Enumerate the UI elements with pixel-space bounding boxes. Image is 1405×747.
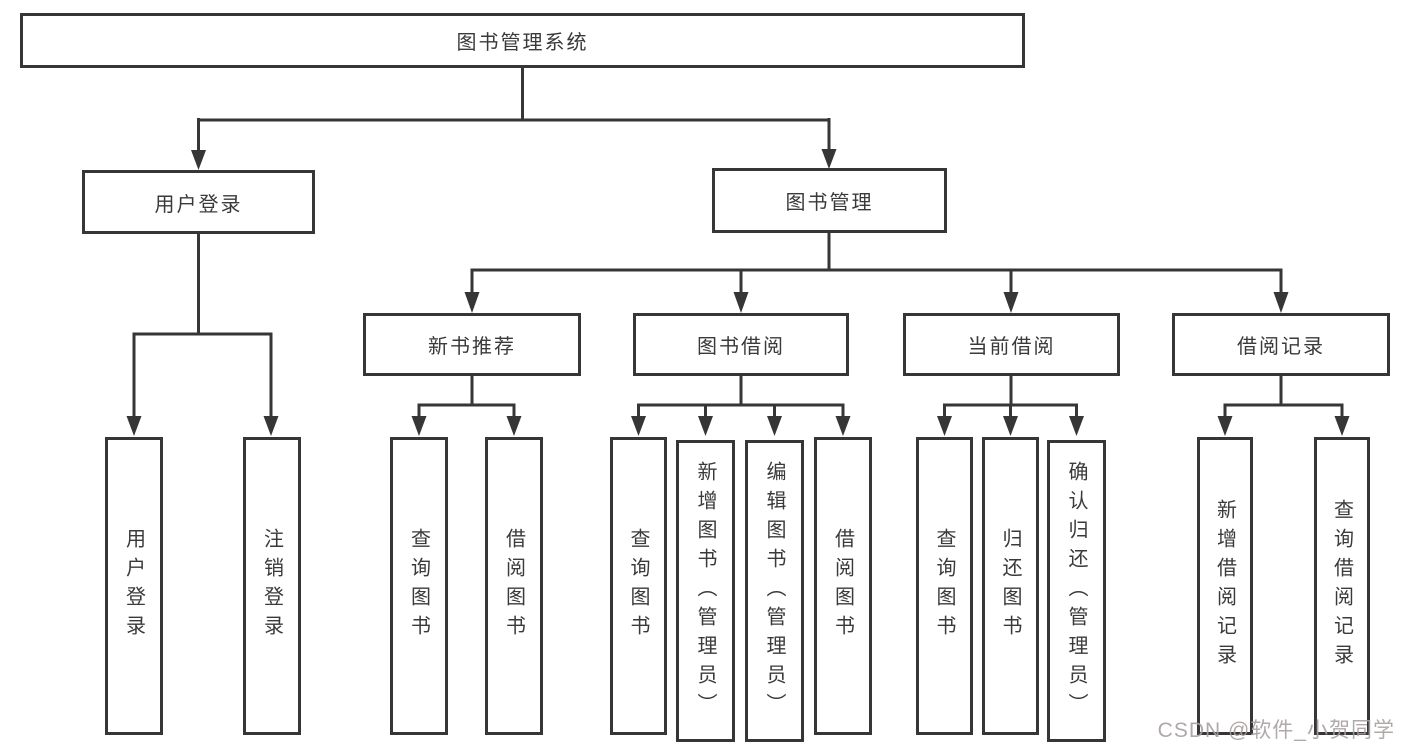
leaf-add-books-admin-label: 新增图书（管理员） xyxy=(694,460,716,722)
node-root-system: 图书管理系统 xyxy=(20,13,1025,68)
leaf-borrowing-query-books: 查询图书 xyxy=(610,437,667,735)
leaf-logout-label: 注销登录 xyxy=(260,528,283,644)
node-new-book-recommendation-label: 新书推荐 xyxy=(428,336,516,358)
leaf-recommend-borrow-books-label: 借阅图书 xyxy=(502,528,525,644)
node-root-label: 图书管理系统 xyxy=(456,32,589,54)
arrowheads xyxy=(126,149,1350,436)
node-book-management-branch: 图书管理 xyxy=(712,168,947,233)
leaf-recommend-query-books: 查询图书 xyxy=(390,437,448,735)
node-user-login-branch-label: 用户登录 xyxy=(154,193,243,216)
leaf-add-borrow-record-label: 新增借阅记录 xyxy=(1213,499,1236,673)
leaf-user-login-label: 用户登录 xyxy=(122,528,145,644)
leaf-query-borrow-record-label: 查询借阅记录 xyxy=(1330,499,1353,673)
leaf-user-login: 用户登录 xyxy=(105,437,163,735)
leaf-recommend-borrow-books: 借阅图书 xyxy=(485,437,543,735)
leaf-return-books: 归还图书 xyxy=(982,437,1039,735)
node-new-book-recommendation: 新书推荐 xyxy=(363,313,581,376)
leaf-confirm-return-admin: 确认归还（管理员） xyxy=(1047,440,1106,742)
leaf-query-borrow-record: 查询借阅记录 xyxy=(1314,437,1370,735)
leaf-recommend-query-books-label: 查询图书 xyxy=(407,528,430,644)
leaf-current-query-books-label: 查询图书 xyxy=(933,528,955,644)
leaf-confirm-return-admin-label: 确认归还（管理员） xyxy=(1065,460,1087,722)
csdn-watermark: CSDN @软件_小贺同学 xyxy=(1157,719,1395,742)
node-user-login-branch: 用户登录 xyxy=(82,170,315,234)
leaf-borrowing-query-books-label: 查询图书 xyxy=(627,528,649,644)
node-book-management-branch-label: 图书管理 xyxy=(785,192,874,214)
leaf-return-books-label: 归还图书 xyxy=(999,528,1021,644)
leaf-add-books-admin: 新增图书（管理员） xyxy=(676,440,735,742)
node-book-borrowing: 图书借阅 xyxy=(633,313,849,376)
leaf-borrowing-borrow-books: 借阅图书 xyxy=(814,437,872,735)
leaf-current-query-books: 查询图书 xyxy=(916,437,973,735)
node-borrowing-records: 借阅记录 xyxy=(1172,313,1390,376)
leaf-borrowing-borrow-books-label: 借阅图书 xyxy=(831,528,854,644)
leaf-edit-books-admin-label: 编辑图书（管理员） xyxy=(763,460,785,722)
leaf-logout: 注销登录 xyxy=(243,437,301,735)
node-book-borrowing-label: 图书借阅 xyxy=(697,336,785,358)
leaf-add-borrow-record: 新增借阅记录 xyxy=(1197,437,1253,735)
node-current-borrowing: 当前借阅 xyxy=(903,313,1120,376)
leaf-edit-books-admin: 编辑图书（管理员） xyxy=(745,440,804,742)
node-borrowing-records-label: 借阅记录 xyxy=(1237,336,1325,358)
node-current-borrowing-label: 当前借阅 xyxy=(967,336,1056,358)
